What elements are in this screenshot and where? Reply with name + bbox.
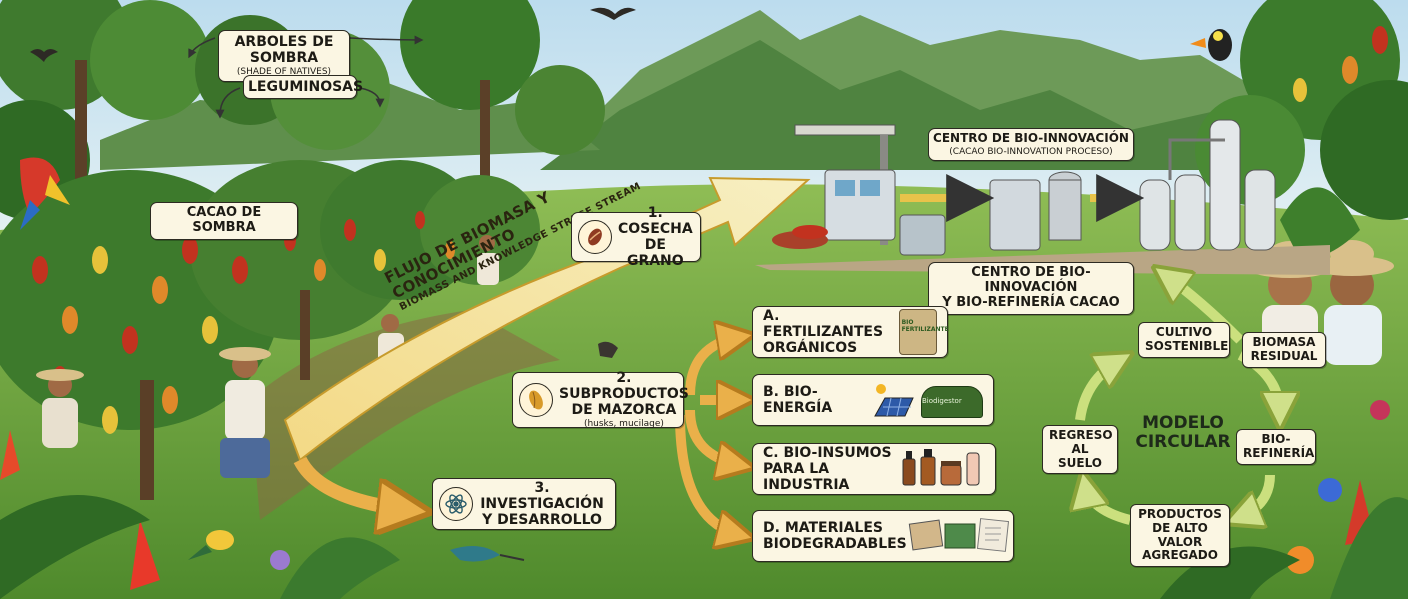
soil-path	[250, 310, 560, 520]
cycle-node-biorefineria: BIO- REFINERÍA	[1236, 429, 1316, 465]
label-leguminosas: LEGUMINOSAS	[243, 75, 363, 100]
product-branch-arrows	[675, 337, 740, 535]
productos-line3: AGREGADO	[1142, 548, 1218, 563]
productA-line2: ORGÁNICOS	[763, 340, 858, 357]
cacao-pods	[32, 26, 1388, 434]
label-arboles-de-sombra: ARBOLES DE SOMBRA (SHADE OF NATIVES)	[218, 30, 350, 82]
atom-icon	[439, 487, 473, 521]
product-bio-energia: B. BIO-ENERGÍA Biodigestor	[752, 374, 994, 426]
step3-line2: Y DESARROLLO	[482, 512, 602, 529]
productos-line1: PRODUCTOS	[1138, 507, 1222, 521]
productC-line2: PARA LA INDUSTRIA	[763, 460, 850, 494]
centro-bottom-line1: CENTRO DE BIO-INNOVACIÓN	[971, 265, 1091, 295]
toucan-icon	[1190, 29, 1232, 61]
solar-biogas-icon: Biodigestor	[871, 382, 983, 418]
modelo-line1: MODELO	[1142, 413, 1224, 433]
biogas-tank-text: Biodigestor	[922, 397, 962, 405]
productD-line1: D. MATERIALES	[763, 519, 883, 536]
label-pointer-arrows	[188, 35, 424, 119]
productC-line1: C. BIO-INSUMOS	[763, 444, 892, 461]
modelo-circular-title: MODELO CIRCULAR	[1128, 414, 1238, 451]
label-cacao-de-sombra: CACAO DE SOMBRA	[150, 202, 298, 240]
step3-line1: 3. INVESTIGACIÓN	[480, 479, 604, 512]
biomass-stream-arrow	[283, 176, 811, 462]
research-arrow	[293, 456, 410, 510]
cycle-node-cultivo-sostenible: CULTIVO SOSTENIBLE	[1138, 322, 1230, 358]
step2-line1: 2. SUBPRODUCTOS	[559, 370, 689, 403]
centro-top-title: CENTRO DE BIO-INNOVACIÓN	[933, 131, 1129, 145]
centro-top-subtitle: (CACAO BIO-INNOVATION PROCESO)	[949, 146, 1113, 157]
fertilizer-bag-text: BIO FERTILIZANTE	[901, 319, 949, 333]
modelo-line2: CIRCULAR	[1135, 431, 1231, 452]
circular-model-arrows	[1080, 275, 1280, 520]
fertilizer-bag-icon: BIO FERTILIZANTE	[898, 309, 949, 355]
label-centro-bio-refineria: CENTRO DE BIO-INNOVACIÓN Y BIO-REFINERÍA…	[928, 262, 1134, 315]
cycle-node-regreso-al-suelo: REGRESO AL SUELO	[1042, 425, 1118, 475]
step1-line2: DE GRANO	[626, 237, 684, 270]
cycle-node-productos-alto-valor: PRODUCTOS DE ALTO VALOR AGREGADO	[1130, 504, 1230, 568]
biorefineria-line2: REFINERÍA	[1243, 445, 1315, 460]
yellow-bird-icon	[188, 530, 234, 560]
step2-subtitle: (husks, mucilage)	[583, 419, 664, 430]
cultivo-line1: CULTIVO	[1155, 325, 1213, 339]
small-bird-icon	[30, 49, 58, 62]
arboles-subtitle: (SHADE OF NATIVES)	[236, 67, 332, 78]
bottles-icon	[899, 447, 985, 491]
foreground-foliage	[0, 187, 1408, 599]
perched-bird-icon	[598, 341, 618, 358]
eagle-icon	[590, 7, 636, 20]
productD-line2: BIODEGRADABLES	[763, 536, 907, 552]
productos-line2: DE ALTO VALOR	[1152, 520, 1208, 549]
macaw-icon	[20, 157, 70, 230]
productA-line1: A. FERTILIZANTES	[763, 307, 884, 340]
label-centro-bio-innovacion-top: CENTRO DE BIO-INNOVACIÓN (CACAO BIO-INNO…	[928, 128, 1134, 162]
productB-line1: B. BIO-ENERGÍA	[763, 383, 833, 416]
sheets-icon	[907, 514, 1017, 558]
centro-bottom-line2: Y BIO-REFINERÍA CACAO	[942, 294, 1120, 310]
cacao-sombra-text: CACAO DE SOMBRA	[186, 205, 262, 235]
step1-line1: 1. COSECHA	[618, 204, 693, 237]
hummingbird-icon	[450, 546, 525, 562]
cycle-node-biomasa-residual: BIOMASA RESIDUAL	[1242, 332, 1326, 368]
regreso-line1: REGRESO	[1049, 428, 1113, 442]
leguminosas-text: LEGUMINOSAS	[248, 79, 364, 95]
arboles-title: ARBOLES DE SOMBRA	[234, 34, 334, 67]
biomasa-line1: BIOMASA	[1252, 335, 1316, 349]
biomasa-line2: RESIDUAL	[1250, 348, 1318, 363]
cacao-bean-icon	[578, 220, 612, 254]
cacao-pod-icon	[519, 383, 553, 417]
biorefineria-line1: BIO-	[1261, 432, 1291, 446]
step2-line2: DE MAZORCA	[571, 402, 677, 419]
cultivo-line2: SOSTENIBLE	[1145, 338, 1229, 353]
regreso-line2: AL SUELO	[1057, 441, 1102, 470]
